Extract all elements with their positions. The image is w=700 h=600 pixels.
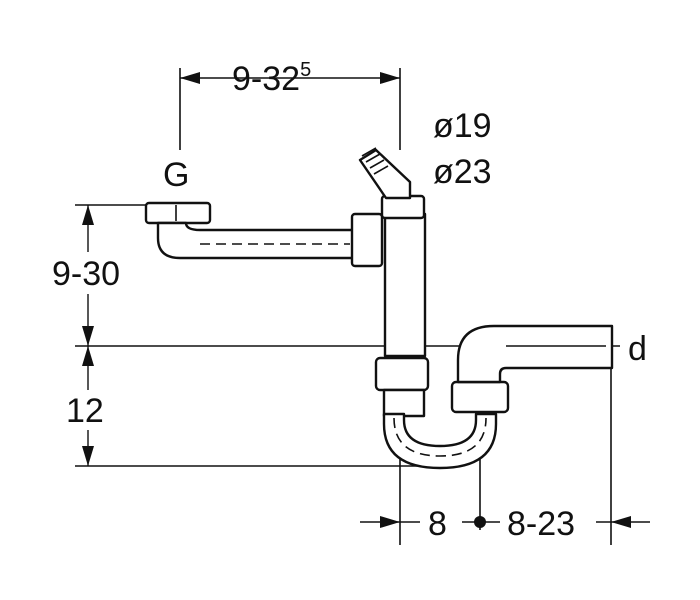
arrow-up-icon — [82, 346, 94, 366]
left-height-dimension: 9-30 — [52, 205, 135, 346]
inlet-elbow-pipe — [156, 221, 358, 260]
siphon-body — [144, 147, 614, 470]
riser-pipe — [383, 212, 427, 358]
riser-lower-pipe — [382, 388, 426, 418]
arrow-down-icon — [82, 326, 94, 346]
center-point-icon — [474, 516, 486, 528]
arm-coupling-nut — [350, 212, 384, 268]
outlet-union-nut — [450, 380, 510, 414]
bottom-right-label: 8-23 — [507, 505, 575, 543]
arrow-left-icon — [611, 516, 631, 528]
top-width-dimension: 9-325 — [180, 59, 400, 98]
u-bend-trap — [382, 412, 498, 470]
left-height-label: 9-30 — [52, 255, 120, 293]
arrow-left-icon — [180, 72, 200, 84]
riser-union-nut — [374, 356, 430, 392]
top-width-label: 9-325 — [232, 59, 311, 98]
reference-lines — [75, 68, 620, 545]
arrow-down-icon — [82, 446, 94, 466]
bottom-left-label: 8 — [428, 505, 447, 543]
diameter-inner-label: ø19 — [433, 107, 492, 145]
top-connector — [380, 194, 426, 220]
outlet-elbow-pipe — [456, 324, 614, 384]
lower-height-dimension: 12 — [62, 346, 112, 466]
hose-nozzle — [358, 148, 412, 200]
outlet-d-label: d — [628, 330, 647, 368]
inlet-nut — [144, 201, 212, 225]
lower-height-label: 12 — [66, 392, 104, 430]
bottom-dimensions: 8 8-23 — [360, 504, 650, 543]
diameter-outer-label: ø23 — [433, 153, 492, 191]
arrow-right-icon — [380, 72, 400, 84]
inlet-thread-label: G — [163, 156, 189, 194]
arrow-up-icon — [82, 205, 94, 225]
arrow-right-icon — [380, 516, 400, 528]
